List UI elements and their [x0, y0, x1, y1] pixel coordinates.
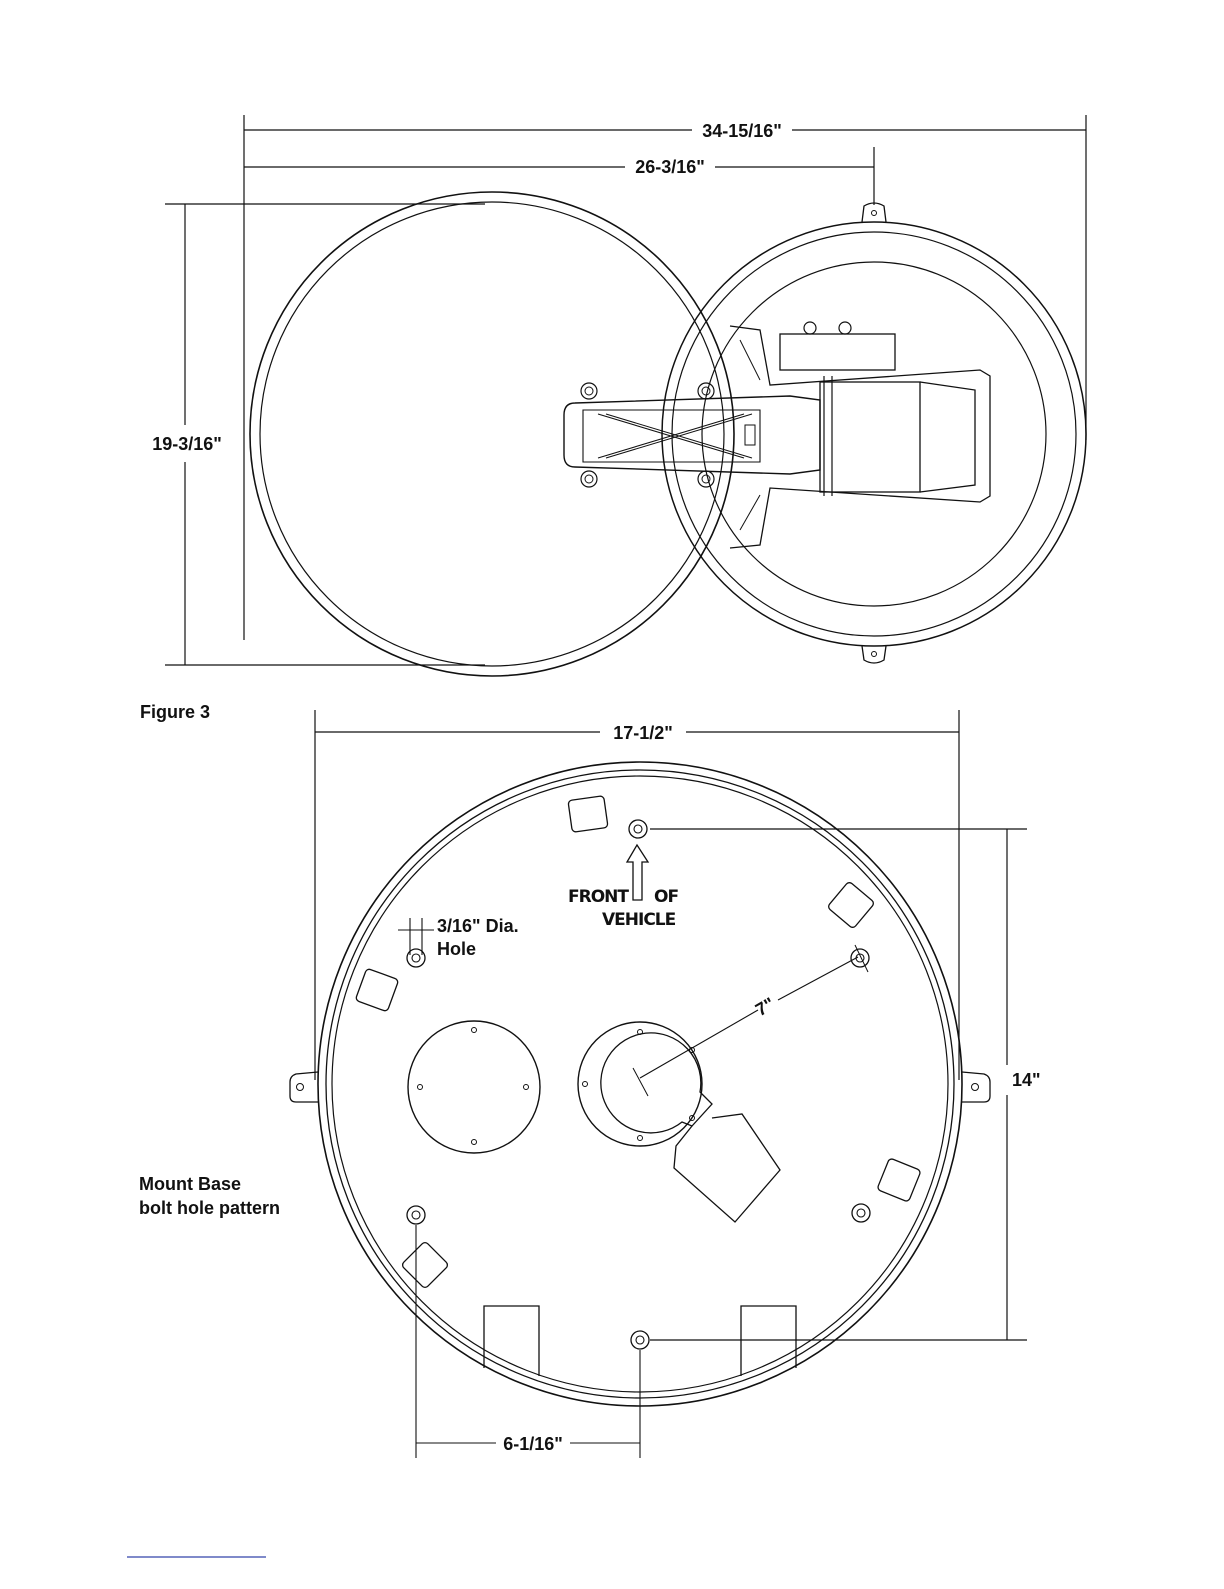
front-arrow: FRONT OF VEHICLE: [568, 845, 678, 930]
radius-label: 7": [752, 994, 778, 1021]
base-caption-line2: bolt hole pattern: [139, 1198, 280, 1218]
mount-housing: [662, 203, 1086, 663]
base-caption-line1: Mount Base: [139, 1174, 241, 1194]
rubber-pads: [355, 796, 921, 1289]
of-label: OF: [654, 887, 678, 907]
arm-bracket: [564, 322, 990, 548]
overall-width-label: 34-15/16": [702, 121, 782, 141]
base-height-label: 14": [1012, 1070, 1041, 1090]
height-dimension: 19-3/16": [152, 204, 485, 665]
overall-width-dimension: 34-15/16": [244, 115, 1086, 640]
height-label: 19-3/16": [152, 434, 222, 454]
bolt-spacing-label: 6-1/16": [503, 1434, 563, 1454]
top-view: 34-15/16" 26-3/16" 19-3/16": [152, 115, 1086, 676]
bolt-hole-top: [629, 820, 647, 838]
center-opening: [578, 1022, 780, 1222]
base-width-dimension: 17-1/2": [315, 710, 959, 1080]
bolt-hole-lower-right: [852, 1204, 870, 1222]
base-height-dimension: 14": [650, 829, 1041, 1340]
mount-width-label: 26-3/16": [635, 157, 705, 177]
base-width-label: 17-1/2": [613, 723, 673, 743]
hole-label: Hole: [437, 939, 476, 959]
bolt-hole-bottom: [631, 1331, 649, 1349]
base-view: 17-1/2" 14": [290, 710, 1041, 1458]
left-access-plate: [408, 1021, 540, 1153]
bolt-hole-upper-right: [851, 949, 869, 967]
hole-callout: 3/16" Dia. Hole: [398, 916, 519, 959]
base-ring: [290, 762, 990, 1406]
radius-dimension: 7": [633, 945, 868, 1096]
vehicle-label: VEHICLE: [602, 910, 676, 930]
figure-caption: Figure 3: [140, 702, 210, 722]
bolt-hole-lower-left: [407, 1206, 425, 1224]
bolt-spacing-dimension: 6-1/16": [416, 1225, 640, 1458]
hole-size-label: 3/16" Dia.: [437, 916, 519, 936]
mount-width-dimension: 26-3/16": [244, 147, 874, 205]
front-label: FRONT: [568, 887, 629, 907]
